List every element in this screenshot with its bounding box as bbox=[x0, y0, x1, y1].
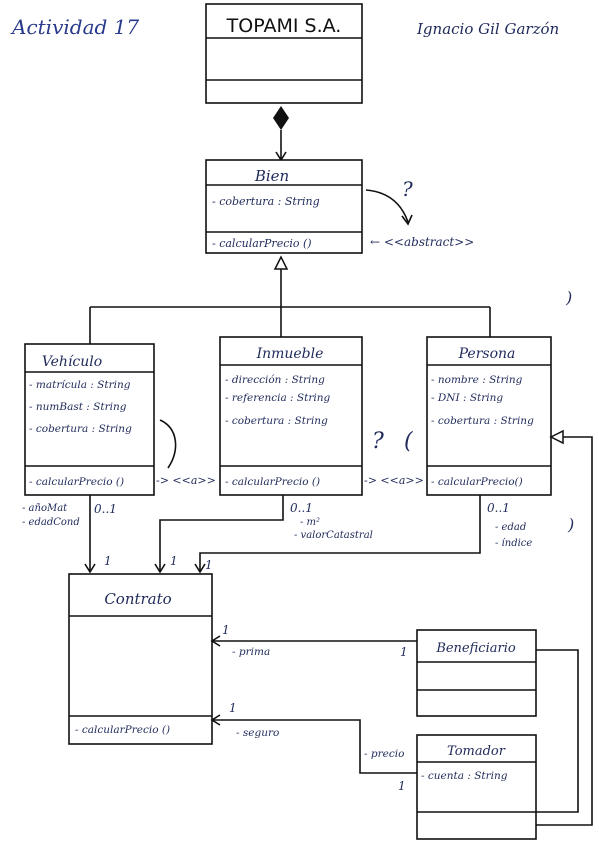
vehiculo-multiplicity: 0..1 bbox=[94, 502, 117, 516]
class-contrato: Contrato - calcularPrecio () bbox=[68, 573, 213, 745]
paren-right-1: ) bbox=[565, 288, 572, 307]
activity-title: Actividad 17 bbox=[10, 15, 139, 39]
generalization-bien bbox=[89, 255, 491, 344]
question-annotation: ? bbox=[402, 177, 413, 201]
assoc-vehiculo-contrato bbox=[84, 495, 96, 574]
class-topami: TOPAMI S.A. bbox=[205, 3, 363, 104]
bien-attr-cobertura: - cobertura : String bbox=[212, 195, 320, 208]
inmueble-attr-cobertura: - cobertura : String bbox=[225, 415, 328, 427]
assoc-beneficiario-contrato bbox=[210, 635, 417, 647]
contrato-mult-2: 1 bbox=[170, 554, 178, 568]
class-beneficiario: Beneficiario bbox=[416, 629, 537, 717]
precio-mult-1: 1 bbox=[398, 779, 406, 793]
class-persona: Persona - nombre : String - DNI : String… bbox=[426, 336, 552, 496]
assoc-persona-contrato bbox=[194, 495, 481, 574]
vehiculo-assoc-attr-anomat: - añoMat bbox=[22, 503, 68, 514]
inmueble-question: ? bbox=[372, 429, 384, 454]
inmueble-attr-referencia: - referencia : String bbox=[225, 392, 330, 404]
contrato-mult-3: 1 bbox=[205, 558, 213, 572]
precio-label: - precio bbox=[364, 748, 404, 760]
persona-op-calcular: - calcularPrecio() bbox=[431, 476, 523, 488]
topami-name: TOPAMI S.A. bbox=[226, 15, 342, 37]
abstract-stereotype: ← <<abstract>> bbox=[370, 235, 474, 249]
class-tomador: Tomador - cuenta : String bbox=[416, 734, 537, 840]
vehiculo-attr-matricula: - matrícula : String bbox=[29, 379, 131, 391]
bien-name: Bien bbox=[254, 167, 289, 185]
paren-right-2: ) bbox=[567, 515, 574, 534]
persona-attr-dni: - DNI : String bbox=[431, 392, 503, 404]
vehiculo-a-stereotype: -> <<a>> bbox=[156, 474, 216, 487]
persona-multiplicity: 0..1 bbox=[487, 501, 510, 515]
contrato-mult-1: 1 bbox=[104, 554, 112, 568]
prima-label: - prima bbox=[232, 646, 270, 658]
class-bien: Bien - cobertura : String - calcularPrec… bbox=[205, 159, 363, 254]
question-arrow bbox=[365, 189, 409, 223]
tomador-attr-cuenta: - cuenta : String bbox=[421, 770, 508, 782]
seguro-mult-1: 1 bbox=[229, 701, 237, 715]
class-inmueble: Inmueble - dirección : String - referenc… bbox=[219, 336, 363, 496]
inmueble-assoc-attr-m2: - m² bbox=[300, 517, 320, 528]
inmueble-multiplicity: 0..1 bbox=[290, 501, 313, 515]
vehiculo-assoc-attr-edadcond: - edadCond bbox=[22, 517, 80, 528]
persona-assoc-attr-indice: - índice bbox=[495, 538, 532, 549]
persona-attr-cobertura: - cobertura : String bbox=[431, 415, 534, 427]
persona-name: Persona bbox=[458, 346, 516, 362]
inmueble-paren: ( bbox=[404, 429, 413, 454]
inmueble-attr-direccion: - dirección : String bbox=[225, 374, 325, 386]
vehiculo-op-calcular: - calcularPrecio () bbox=[29, 476, 124, 488]
inmueble-a-stereotype: -> <<a>> ← bbox=[364, 474, 437, 487]
tomador-name: Tomador bbox=[447, 744, 506, 759]
assoc-tomador-contrato bbox=[210, 714, 417, 774]
vehiculo-name: Vehículo bbox=[42, 354, 102, 370]
inmueble-assoc-attr-valorcatastral: - valorCatastral bbox=[294, 530, 373, 541]
beneficiario-name: Beneficiario bbox=[435, 641, 516, 656]
persona-assoc-attr-edad: - edad bbox=[495, 522, 526, 533]
generalization-persona bbox=[536, 429, 593, 826]
seguro-label: - seguro bbox=[236, 727, 279, 739]
contrato-op-calcular: - calcularPrecio () bbox=[75, 724, 170, 736]
persona-attr-nombre: - nombre : String bbox=[431, 374, 523, 386]
vehiculo-attr-cobertura: - cobertura : String bbox=[29, 423, 132, 435]
bien-op-calcular: - calcularPrecio () bbox=[212, 237, 312, 250]
contrato-name: Contrato bbox=[104, 590, 171, 608]
prima-mult-1a: 1 bbox=[222, 623, 230, 637]
prima-mult-1b: 1 bbox=[400, 645, 408, 659]
inmueble-op-calcular: - calcularPrecio () bbox=[225, 476, 320, 488]
assoc-inmueble-contrato bbox=[154, 495, 284, 574]
composition-topami-bien bbox=[273, 106, 289, 162]
author-name: Ignacio Gil Garzón bbox=[416, 20, 559, 38]
class-vehiculo: Vehículo - matrícula : String - numBast … bbox=[24, 343, 155, 496]
inmueble-name: Inmueble bbox=[256, 346, 324, 362]
vehiculo-attr-numbast: - numBast : String bbox=[29, 401, 127, 413]
